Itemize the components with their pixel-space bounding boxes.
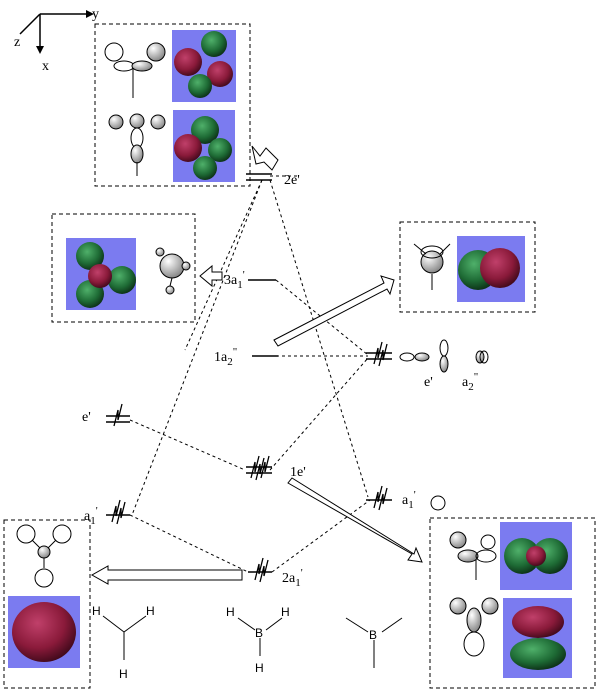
frame-2a1-content xyxy=(8,524,80,668)
arrow-1e xyxy=(287,477,423,563)
center-label-2e-prime: 2e' xyxy=(284,173,300,188)
atom-h-5: H xyxy=(281,605,290,619)
center-level-2e-prime: 2e' xyxy=(246,173,300,188)
axis-y-label: y xyxy=(92,7,99,22)
frame-3a1-orbitals xyxy=(51,213,196,323)
center-level-1a2-dprime: 1a2" xyxy=(214,346,278,368)
coordinate-axes: y z x xyxy=(14,7,99,74)
boron-fragment-structure: B xyxy=(345,617,403,668)
left-level-a1-prime: a1' xyxy=(84,499,130,527)
atom-h-6: H xyxy=(255,661,264,675)
atom-h-4: H xyxy=(226,605,235,619)
frame-3a1-content xyxy=(66,238,191,310)
right-p-orbital-sketches xyxy=(399,339,489,373)
center-level-1e-prime: 1e' xyxy=(246,455,306,481)
right-label-e-prime: e' xyxy=(424,375,433,390)
left-level-e-prime: e' xyxy=(82,403,130,427)
hollow-arrows xyxy=(90,145,423,585)
right-label-a1-prime: a1' xyxy=(402,489,416,511)
frame-2e-orbitals xyxy=(94,23,251,187)
arrow-3a1 xyxy=(199,264,223,288)
atom-h-3: H xyxy=(119,667,128,681)
arrow-2e xyxy=(251,145,279,171)
center-label-1e-prime: 1e' xyxy=(290,465,306,480)
bh3-molecule-structure: H H B H xyxy=(226,605,290,675)
axis-x-label: x xyxy=(42,59,49,74)
frame-2e-content xyxy=(104,30,236,182)
s-orbital-icon xyxy=(430,495,446,511)
frame-2a1-orbitals xyxy=(3,519,91,689)
frame-1e-content xyxy=(449,522,572,678)
frame-1a2-content xyxy=(413,236,525,302)
arrow-1a2 xyxy=(273,275,395,347)
atom-b-1: B xyxy=(255,626,263,640)
correlation-lines xyxy=(129,175,371,573)
atom-b-2: B xyxy=(369,628,377,642)
h3-fragment-structure: H H H xyxy=(92,604,155,681)
right-label-a2-dprime: a2" xyxy=(462,371,478,393)
center-level-3a1-prime: 3a1' xyxy=(224,269,276,291)
axis-z-label: z xyxy=(14,35,20,50)
atom-h-2: H xyxy=(146,604,155,618)
right-level-a1-prime: a1' xyxy=(366,485,446,511)
frame-1e-orbitals xyxy=(429,517,596,689)
center-label-1a2-dprime: 1a2" xyxy=(214,346,237,368)
center-label-3a1-prime: 3a1' xyxy=(224,269,245,291)
left-label-e-prime: e' xyxy=(82,410,91,425)
left-label-a1-prime: a1' xyxy=(84,505,98,527)
arrow-2a1 xyxy=(90,565,243,585)
atom-h-1: H xyxy=(92,604,101,618)
center-level-2a1-prime: 2a1' xyxy=(248,557,303,589)
center-label-2a1-prime: 2a1' xyxy=(282,567,303,589)
right-level-e-prime: e' a2" xyxy=(366,341,478,393)
